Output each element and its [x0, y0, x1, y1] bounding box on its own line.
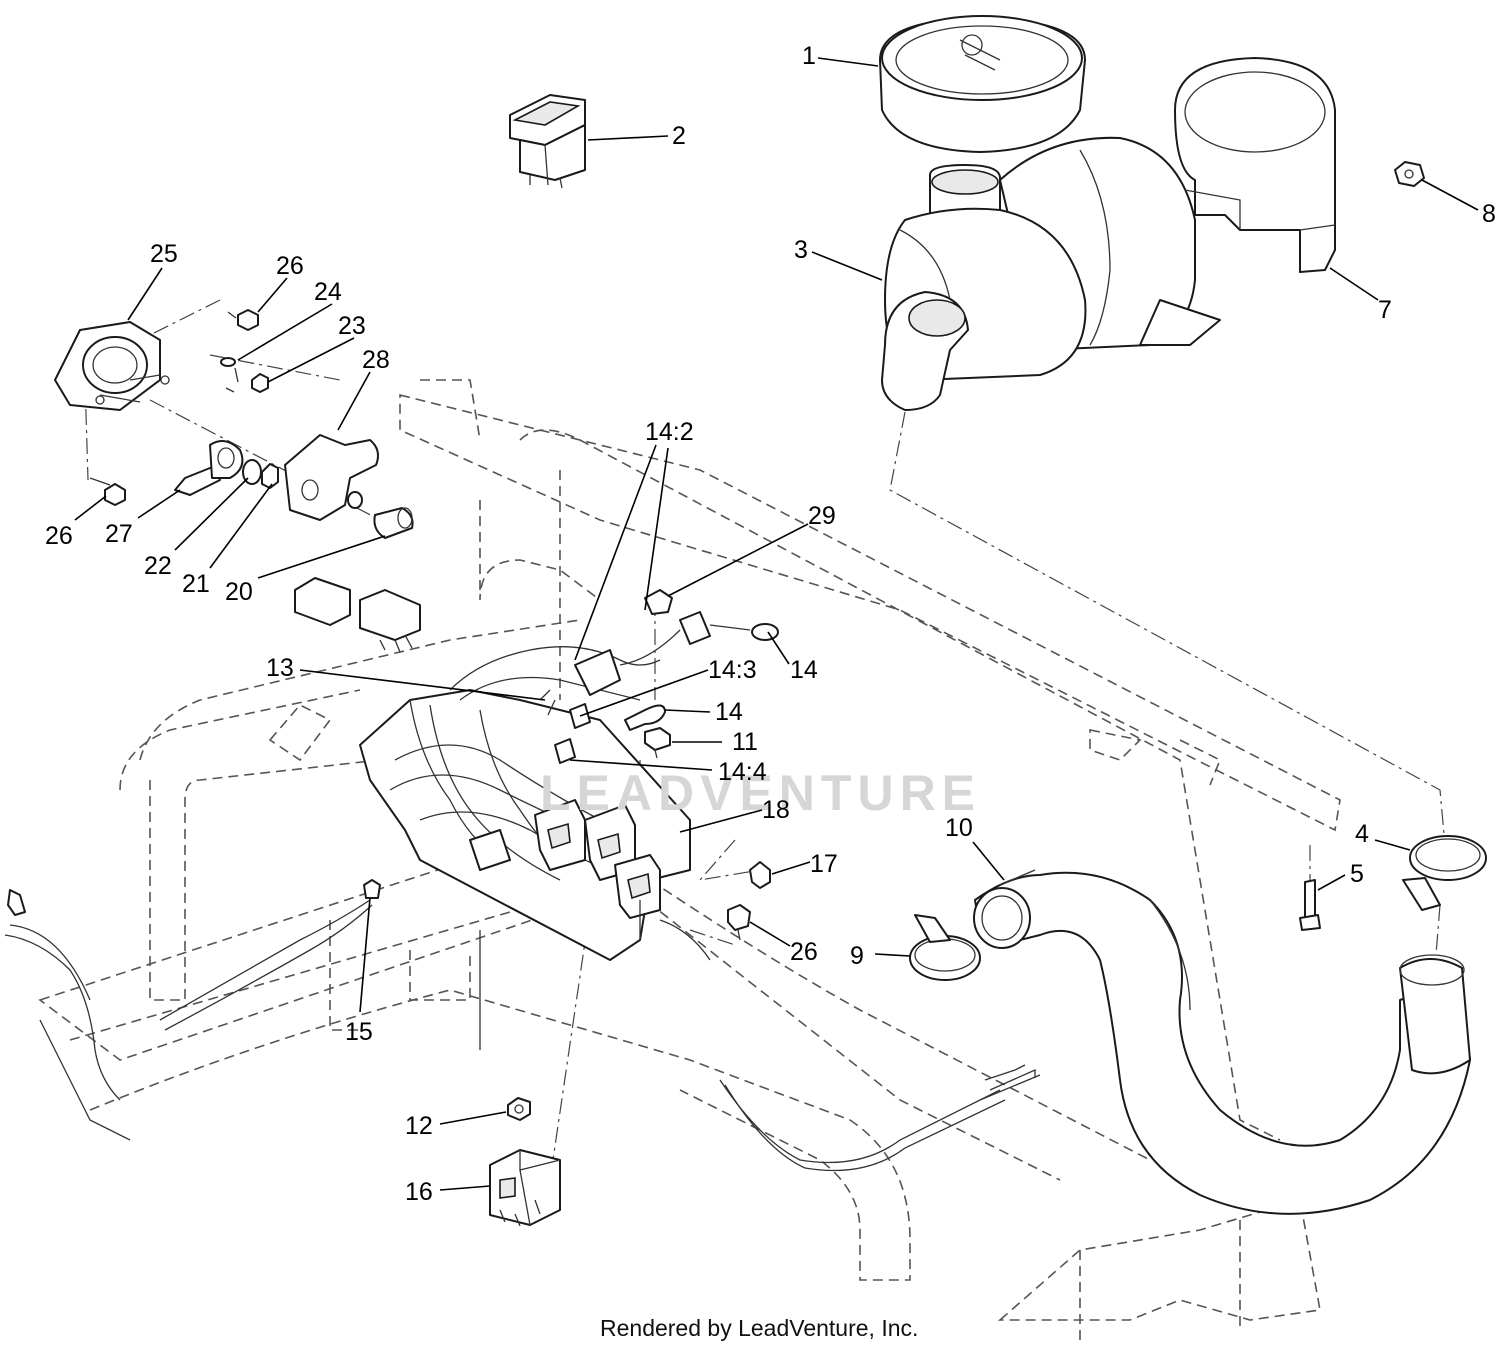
air-cleaner-cover [879, 15, 1086, 153]
nut-8 [1394, 161, 1425, 187]
callout-17: 17 [810, 850, 838, 878]
wire-harness-lower [4, 889, 1041, 1172]
clamp-9 [909, 914, 981, 981]
nut-21 [261, 463, 279, 489]
callout-1: 1 [802, 42, 816, 70]
boot-28 [284, 434, 379, 521]
callout-26-top: 26 [276, 252, 304, 280]
callout-14-4: 14:4 [718, 758, 767, 786]
callout-28: 28 [362, 346, 390, 374]
callout-3: 3 [794, 236, 808, 264]
callout-5: 5 [1350, 860, 1364, 888]
callout-18: 18 [762, 796, 790, 824]
callout-2: 2 [672, 122, 686, 150]
callout-21: 21 [182, 570, 210, 598]
callout-12: 12 [405, 1112, 433, 1140]
callout-9: 9 [850, 942, 864, 970]
air-cleaner-body [881, 136, 1221, 411]
bolt-11 [644, 727, 671, 759]
leader-lines [74, 57, 1479, 1191]
callout-26-right: 26 [790, 938, 818, 966]
cap-15 [363, 879, 381, 899]
connector-pair [294, 577, 421, 653]
callout-20: 20 [225, 578, 253, 606]
callout-29: 29 [808, 502, 836, 530]
callout-27: 27 [105, 520, 133, 548]
hose-10 [973, 869, 1471, 1215]
vehicle-frame [38, 379, 1341, 1340]
callout-26-left: 26 [45, 522, 73, 550]
callout-14-3: 14:3 [708, 656, 757, 684]
washer-24 [220, 357, 236, 367]
callout-14-lower: 14 [715, 698, 743, 726]
callout-10: 10 [945, 814, 973, 842]
harness-14 [539, 611, 779, 764]
clamp-4 [1402, 835, 1487, 911]
assembly-lines [84, 299, 1446, 1181]
callout-14-upper: 14 [790, 656, 818, 684]
relay-16 [489, 1149, 561, 1227]
nut-12 [507, 1097, 531, 1121]
relay-panel-18 [359, 646, 711, 1050]
lug-29 [644, 589, 673, 615]
callout-labels: 1 2 3 7 8 25 26 24 23 28 26 27 22 21 20 … [45, 42, 1496, 1206]
bolt-5 [1299, 879, 1321, 931]
key-27 [174, 440, 244, 496]
callout-7: 7 [1378, 296, 1392, 324]
callout-4: 4 [1355, 820, 1369, 848]
callout-11: 11 [732, 728, 758, 756]
ring-terminal-14 [624, 704, 666, 731]
callout-13: 13 [266, 654, 294, 682]
footer-credit: Rendered by LeadVenture, Inc. [600, 1315, 918, 1341]
callout-16: 16 [405, 1178, 433, 1206]
disconnect-housing-25 [54, 321, 170, 411]
air-cleaner-bracket [1174, 57, 1336, 273]
spacer-20 [347, 491, 414, 539]
callout-24: 24 [314, 278, 342, 306]
screw-17 [749, 861, 771, 889]
callout-8: 8 [1482, 200, 1496, 228]
callout-25: 25 [150, 240, 178, 268]
callout-15: 15 [345, 1018, 373, 1046]
bolt-26-right [727, 904, 751, 941]
callout-14-2: 14:2 [645, 418, 694, 446]
bolt-26-upper [227, 309, 259, 331]
bolt-26-lower [89, 477, 126, 506]
callout-23: 23 [338, 312, 366, 340]
callout-22: 22 [144, 552, 172, 580]
nut-23 [225, 367, 269, 393]
switch-2 [509, 94, 586, 189]
